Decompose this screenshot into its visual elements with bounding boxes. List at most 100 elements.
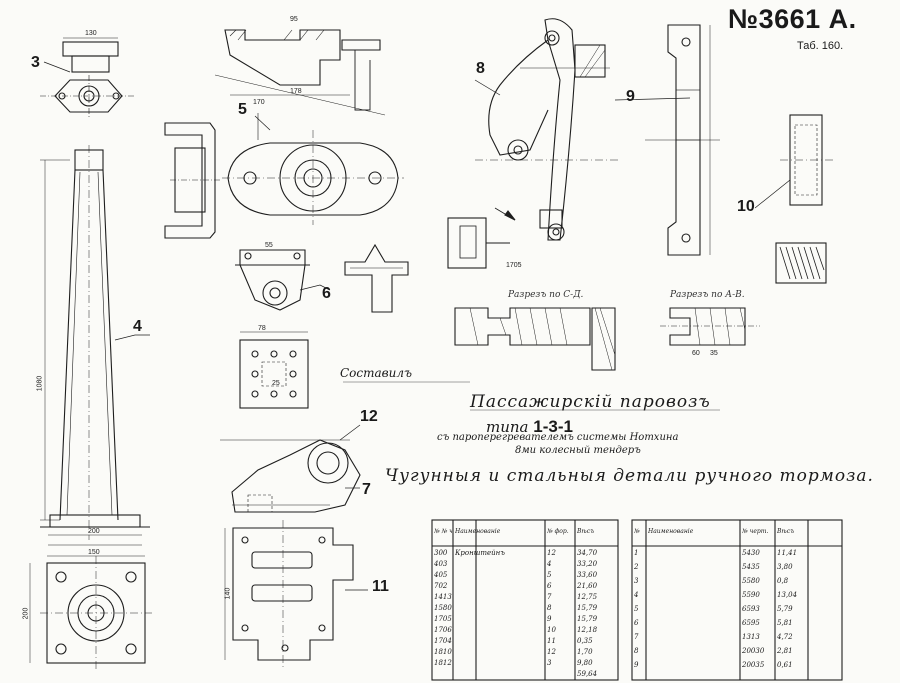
- table-cell: 1413: [434, 593, 452, 601]
- part-number-11: 11: [372, 578, 389, 595]
- table-cell: 5,81: [777, 619, 793, 627]
- table-cell: 0,61: [777, 661, 793, 669]
- dim-label: 178: [290, 88, 302, 95]
- table-cell: 11,41: [777, 549, 798, 557]
- dim-label: 170: [253, 99, 265, 106]
- dim-label: 200: [88, 528, 100, 535]
- part-11-drawing: [224, 520, 354, 668]
- dim-label: 200: [22, 607, 30, 620]
- table-cell: 5,79: [777, 605, 793, 613]
- table-cell: 702: [434, 582, 448, 590]
- table-cell: 9,80: [577, 659, 593, 667]
- table-cell: 59,64: [577, 670, 598, 678]
- table-cell: 1580: [434, 604, 452, 612]
- sheet-number: №3661 А.: [728, 4, 857, 34]
- dim-label: 150: [88, 549, 100, 556]
- table-cell: 6: [634, 619, 639, 627]
- table-cell: 1,70: [577, 648, 593, 656]
- part-number-4: 4: [133, 318, 142, 335]
- part-number-6: 6: [322, 285, 331, 302]
- dim-label: 78: [258, 325, 266, 332]
- table-header-cell: Вѣсъ: [577, 528, 595, 535]
- dim-label: 25: [272, 380, 280, 387]
- table-header-cell: Вѣсъ: [777, 528, 795, 535]
- part-number-3: 3: [31, 54, 40, 71]
- part-number-9: 9: [626, 88, 635, 105]
- table-cell: 12,75: [577, 593, 598, 601]
- title-line-3: съ пароперегревателемъ системы Нотхина: [437, 432, 679, 443]
- table-cell: 300: [434, 549, 448, 557]
- section-label-ab: Разрезъ по А-В.: [670, 290, 745, 300]
- parts-table-right-grid: [631, 519, 843, 681]
- part-number-5: 5: [238, 101, 247, 118]
- table-cell: 2: [634, 563, 639, 571]
- table-cell: 1810: [434, 648, 452, 656]
- table-header-cell: Наименованіе: [648, 528, 694, 535]
- table-header-cell: №: [634, 528, 640, 535]
- table-cell: 12,18: [577, 626, 598, 634]
- table-cell: 6595: [742, 619, 760, 627]
- part-6-plate-drawing: [239, 331, 309, 409]
- table-header-cell: № № черт.: [434, 528, 452, 535]
- table-cell: 9: [634, 661, 639, 669]
- table-cell: 12: [547, 549, 556, 557]
- dim-label: 55: [265, 242, 273, 249]
- dim-label: 60: [692, 350, 700, 357]
- parts-table-left-grid: [431, 519, 619, 681]
- table-cell: 3: [634, 577, 639, 585]
- table-cell: 7: [634, 633, 639, 641]
- table-cell: 11: [547, 637, 556, 645]
- table-cell: 20030: [742, 647, 765, 655]
- table-cell: 405: [434, 571, 448, 579]
- table-cell: 10: [547, 626, 556, 634]
- title-line-5: Чугунныя и стальныя детали ручного тормо…: [385, 466, 874, 486]
- table-cell: 15,79: [577, 604, 598, 612]
- part-number-7: 7: [362, 481, 371, 498]
- dim-label: 1705: [506, 262, 522, 269]
- table-cell: 12: [547, 648, 556, 656]
- table-cell: 5: [634, 605, 639, 613]
- table-cell: 6593: [742, 605, 760, 613]
- locomotive-type: 1-3-1: [533, 417, 573, 436]
- title-line-4: 8ми колесный тендеръ: [515, 445, 641, 456]
- table-cell: 15,79: [577, 615, 598, 623]
- part-3-drawing: [40, 37, 135, 118]
- table-cell: Кронштейнъ: [455, 549, 505, 557]
- part-10-drawing: [775, 114, 835, 284]
- part-number-12: 12: [360, 408, 378, 425]
- table-cell: 4: [547, 560, 552, 568]
- table-cell: 1705: [434, 615, 452, 623]
- table-cell: 4: [634, 591, 639, 599]
- part-6-drawing: [235, 243, 409, 313]
- table-cell: 20035: [742, 661, 765, 669]
- table-cell: 1706: [434, 626, 452, 634]
- dim-label: 35: [710, 350, 718, 357]
- table-cell: 4,72: [777, 633, 793, 641]
- part-number-8: 8: [476, 60, 485, 77]
- table-cell: 0,8: [777, 577, 789, 585]
- table-cell: 33,20: [577, 560, 598, 568]
- part-number-10: 10: [737, 198, 755, 215]
- table-cell: 6: [547, 582, 552, 590]
- part-9-drawing: [645, 24, 720, 256]
- title-line-2-prefix: типа: [486, 418, 534, 436]
- table-header-cell: № черт.: [742, 528, 769, 535]
- table-cell: 3,80: [777, 563, 793, 571]
- title-line-1: Пассажирскій паровозъ: [470, 392, 711, 412]
- dim-label: 130: [85, 30, 97, 37]
- table-header-cell: № фор.: [547, 528, 569, 535]
- table-header-cell: Наименованіе: [455, 528, 501, 535]
- table-cell: 8: [634, 647, 639, 655]
- table-cell: 1313: [742, 633, 760, 641]
- section-label-cd: Разрезъ по С-Д.: [508, 290, 584, 300]
- table-cell: 5: [547, 571, 552, 579]
- table-cell: 5580: [742, 577, 760, 585]
- dim-label: 140: [224, 587, 232, 600]
- table-cell: 5435: [742, 563, 760, 571]
- part-5-drawing: [164, 29, 404, 239]
- title-line-2: типа 1-3-1: [486, 417, 573, 437]
- signature: Составилъ: [340, 366, 413, 380]
- table-cell: 2,81: [777, 647, 793, 655]
